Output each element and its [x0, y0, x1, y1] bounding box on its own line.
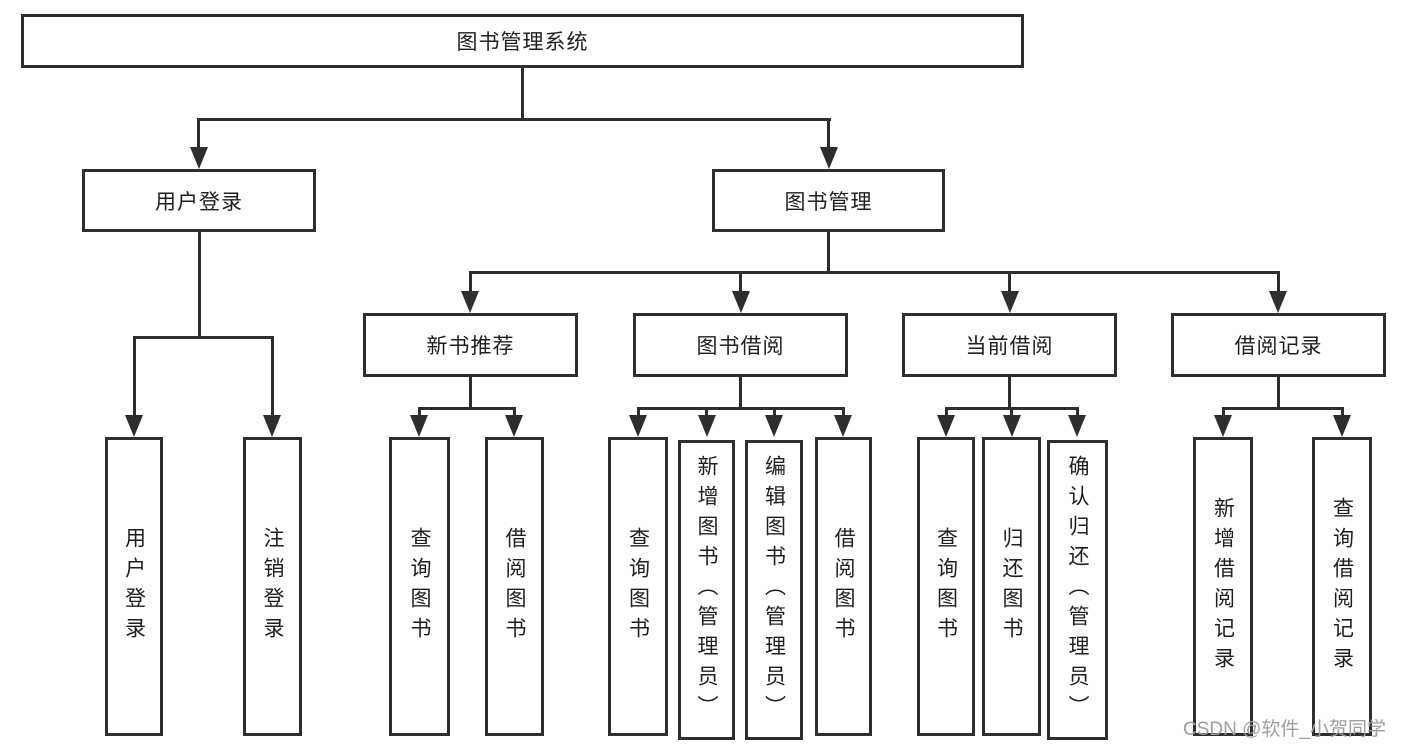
arrowhead-to-current-borrow [1000, 291, 1019, 313]
edge-user-login-split [132, 336, 274, 339]
edge-shaft [841, 407, 845, 415]
leaf-nr-query-book: 查询图书 [389, 437, 450, 736]
edge-book-mgmt-trunk [827, 232, 830, 271]
leaf-br-add-record-label: 新增借阅记录 [1211, 496, 1235, 677]
leaf-bb-add-book-admin-label: 新增图书（管理员） [695, 455, 718, 725]
edge-shaft [944, 407, 948, 415]
edge-to-current-borrow-shaft [1008, 271, 1011, 291]
edge-user-login-trunk [197, 232, 201, 336]
leaf-bb-edit-book-admin: 编辑图书（管理员） [745, 440, 803, 740]
leaf-bb-add-book-admin: 新增图书（管理员） [678, 440, 735, 740]
node-book-borrow-label: 图书借阅 [696, 335, 785, 358]
node-book-mgmt-label: 图书管理 [784, 190, 873, 214]
leaf-bb-query-book: 查询图书 [608, 437, 668, 736]
node-borrow-records: 借阅记录 [1171, 313, 1386, 377]
arrowhead-to-book-borrow [731, 291, 750, 313]
arrowhead [1068, 415, 1086, 437]
arrowhead [834, 415, 852, 437]
edge-borrow-records-split [1221, 407, 1344, 410]
arrowhead [697, 415, 716, 437]
edge-shaft [417, 407, 421, 415]
node-borrow-records-label: 借阅记录 [1234, 335, 1323, 358]
edge-shaft [512, 407, 516, 415]
arrowhead-to-user-login [189, 147, 208, 169]
arrowhead-to-leaf-logout [263, 415, 281, 437]
edge-root-trunk [520, 68, 524, 118]
leaf-nr-borrow-book: 借阅图书 [485, 437, 544, 736]
edge-borrow-records-trunk [1276, 377, 1280, 407]
edge-new-books-split [417, 407, 516, 410]
node-root: 图书管理系统 [21, 14, 1024, 68]
edge-shaft [1075, 407, 1079, 415]
arrowhead [1333, 415, 1351, 437]
edge-shaft [772, 407, 776, 415]
leaf-cb-confirm-return-admin-label: 确认归还（管理员） [1066, 455, 1089, 725]
arrowhead [765, 415, 783, 437]
node-user-login-label: 用户登录 [155, 190, 243, 214]
leaf-bb-query-book-label: 查询图书 [626, 526, 650, 647]
leaf-bb-borrow-book: 借阅图书 [815, 437, 872, 736]
arrowhead [629, 415, 647, 437]
leaf-cb-confirm-return-admin: 确认归还（管理员） [1047, 440, 1108, 740]
edge-root-split [197, 118, 831, 121]
node-user-login: 用户登录 [82, 169, 316, 232]
edge-shaft [1221, 407, 1225, 415]
arrowhead [505, 415, 523, 437]
node-book-mgmt: 图书管理 [712, 169, 945, 232]
arrowhead [937, 415, 955, 437]
edge-book-borrow-trunk [739, 377, 742, 407]
edge-shaft [705, 407, 708, 415]
leaf-br-query-record-label: 查询借阅记录 [1330, 496, 1354, 677]
edge-to-new-books-shaft [468, 271, 472, 291]
leaf-nr-borrow-book-label: 借阅图书 [503, 526, 526, 647]
node-current-borrow-label: 当前借阅 [965, 335, 1054, 358]
edge-shaft [636, 407, 640, 415]
arrowhead-to-book-mgmt [819, 147, 838, 169]
edge-to-user-login-shaft [197, 118, 200, 147]
node-current-borrow: 当前借阅 [902, 313, 1117, 377]
edge-to-book-mgmt-shaft [827, 118, 830, 147]
node-book-borrow: 图书借阅 [633, 313, 848, 377]
arrowhead-to-borrow-records [1269, 291, 1287, 313]
leaf-cb-return-book-label: 归还图书 [1000, 526, 1023, 647]
edge-current-borrow-trunk [1008, 377, 1011, 407]
arrowhead-to-new-books [461, 291, 479, 313]
node-root-label: 图书管理系统 [456, 31, 589, 54]
csdn-watermark: CSDN @软件_小贺同学 [1183, 719, 1386, 740]
arrowhead [1002, 415, 1021, 437]
edge-new-books-trunk [468, 377, 472, 407]
leaf-cb-query-book-label: 查询图书 [934, 526, 958, 647]
edge-to-leaf-logout-shaft [270, 336, 274, 415]
edge-book-borrow-split [636, 407, 845, 410]
arrowhead [1214, 415, 1232, 437]
edge-to-borrow-records-shaft [1276, 271, 1280, 291]
leaf-cb-query-book: 查询图书 [917, 437, 975, 736]
leaf-bb-borrow-book-label: 借阅图书 [832, 526, 855, 647]
leaf-br-query-record: 查询借阅记录 [1312, 437, 1372, 736]
leaf-br-add-record: 新增借阅记录 [1193, 437, 1253, 736]
edge-to-leaf-user-login-shaft [132, 336, 136, 415]
leaf-cb-return-book: 归还图书 [982, 437, 1041, 736]
arrowhead [410, 415, 428, 437]
edge-shaft [1010, 407, 1013, 415]
leaf-user-login-label: 用户登录 [122, 526, 146, 647]
leaf-logout: 注销登录 [243, 437, 302, 736]
arrowhead-to-leaf-user-login [125, 415, 143, 437]
node-new-books-label: 新书推荐 [426, 335, 515, 358]
leaf-bb-edit-book-admin-label: 编辑图书（管理员） [762, 455, 786, 725]
edge-book-mgmt-split [468, 271, 1280, 274]
node-new-books: 新书推荐 [363, 313, 578, 377]
edge-to-book-borrow-shaft [739, 271, 742, 291]
leaf-logout-label: 注销登录 [261, 526, 284, 647]
edge-shaft [1340, 407, 1344, 415]
leaf-nr-query-book-label: 查询图书 [408, 526, 431, 647]
leaf-user-login: 用户登录 [105, 437, 163, 736]
